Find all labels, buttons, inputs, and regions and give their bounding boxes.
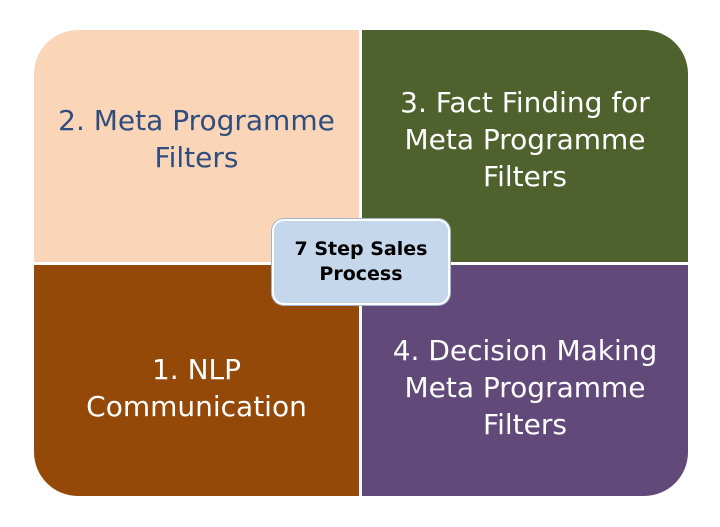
four-quadrant-matrix: 2. Meta Programme Filters 3. Fact Findin… <box>34 30 688 496</box>
quadrant-label: 3. Fact Finding for Meta Programme Filte… <box>400 85 650 193</box>
center-label-box: 7 Step Sales Process <box>272 219 450 305</box>
quadrant-label: 2. Meta Programme Filters <box>58 104 335 174</box>
quadrant-meta-programme-filters: 2. Meta Programme Filters <box>34 30 359 262</box>
center-label: 7 Step Sales Process <box>294 238 428 285</box>
quadrant-label: 4. Decision Making Meta Programme Filter… <box>392 334 658 441</box>
quadrant-label: 1. NLP Communication <box>86 352 307 423</box>
quadrant-nlp-communication: 1. NLP Communication <box>34 265 359 496</box>
